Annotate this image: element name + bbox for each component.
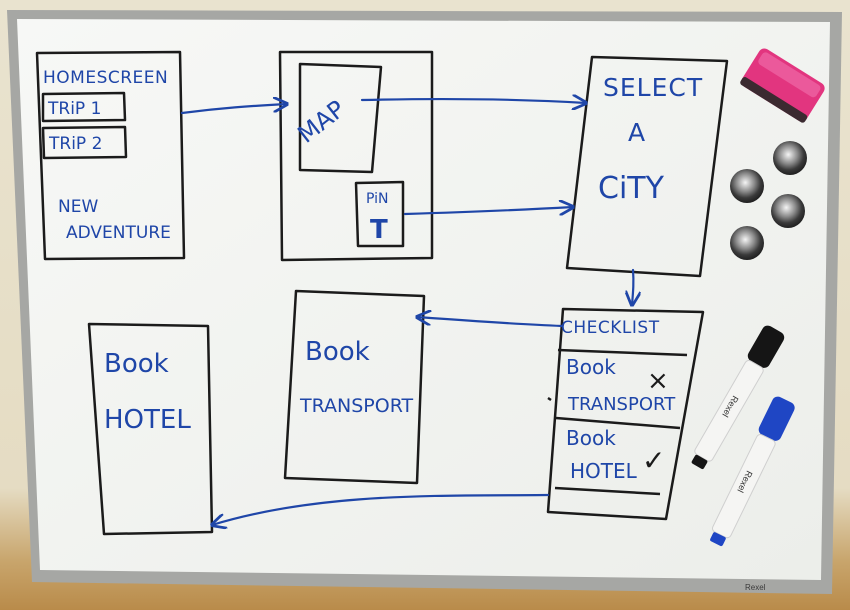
arrow-map-to-city bbox=[360, 99, 586, 103]
eraser[interactable] bbox=[739, 46, 827, 124]
book-hotel-line2: HOTEL bbox=[104, 405, 191, 435]
book-transport-line1: Book bbox=[305, 337, 370, 367]
checklist-item2-line2: HOTEL bbox=[570, 459, 638, 483]
arrow-city-to-checklist bbox=[632, 268, 633, 305]
trip2-label: TRiP 2 bbox=[48, 134, 102, 154]
book-transport-line2: TRANSPORT bbox=[299, 395, 414, 417]
blue-marker[interactable]: Rexel bbox=[705, 395, 797, 549]
new-label: NEW bbox=[58, 197, 98, 217]
adventure-label: ADVENTURE bbox=[66, 223, 171, 243]
magnets[interactable] bbox=[730, 141, 807, 260]
pin-glyph: T bbox=[370, 215, 388, 245]
checklist-item1-line2: TRANSPORT bbox=[567, 394, 676, 415]
select-city-line3: CiTY bbox=[598, 171, 665, 206]
checklist-item1-cross-mark: × bbox=[647, 366, 669, 396]
magnet[interactable] bbox=[773, 141, 807, 175]
checklist-item2-line1: Book bbox=[566, 426, 616, 450]
checklist-item2-check-mark: ✓ bbox=[642, 444, 665, 477]
homescreen-sketch bbox=[35, 50, 186, 261]
homescreen-title: HOMESCREEN bbox=[43, 68, 168, 88]
arrow-home-to-map bbox=[180, 104, 287, 115]
arrow-pin-to-city bbox=[403, 207, 573, 214]
arrow-checklist-to-transport bbox=[417, 317, 564, 328]
checklist-item1-line1: Book bbox=[566, 355, 616, 379]
book-hotel-sketch bbox=[87, 322, 214, 536]
book-hotel-line1: Book bbox=[104, 349, 169, 379]
black-marker[interactable]: Rexel bbox=[687, 323, 787, 472]
arrow-checklist-to-hotel bbox=[212, 493, 550, 525]
checklist-title: CHECKLIST bbox=[561, 318, 660, 338]
map-screen-sketch bbox=[278, 50, 434, 262]
select-city-line1: SELECT bbox=[603, 73, 703, 102]
book-transport-sketch bbox=[283, 289, 426, 485]
trip1-label: TRiP 1 bbox=[47, 99, 101, 119]
checklist-sketch bbox=[546, 307, 705, 521]
select-city-line2: A bbox=[628, 118, 645, 147]
select-city-sketch bbox=[565, 55, 729, 278]
pin-label: PiN bbox=[366, 191, 389, 207]
magnet[interactable] bbox=[771, 194, 805, 228]
magnet[interactable] bbox=[730, 169, 764, 203]
brand-logo: Rexel bbox=[745, 583, 766, 592]
magnet[interactable] bbox=[730, 226, 764, 260]
